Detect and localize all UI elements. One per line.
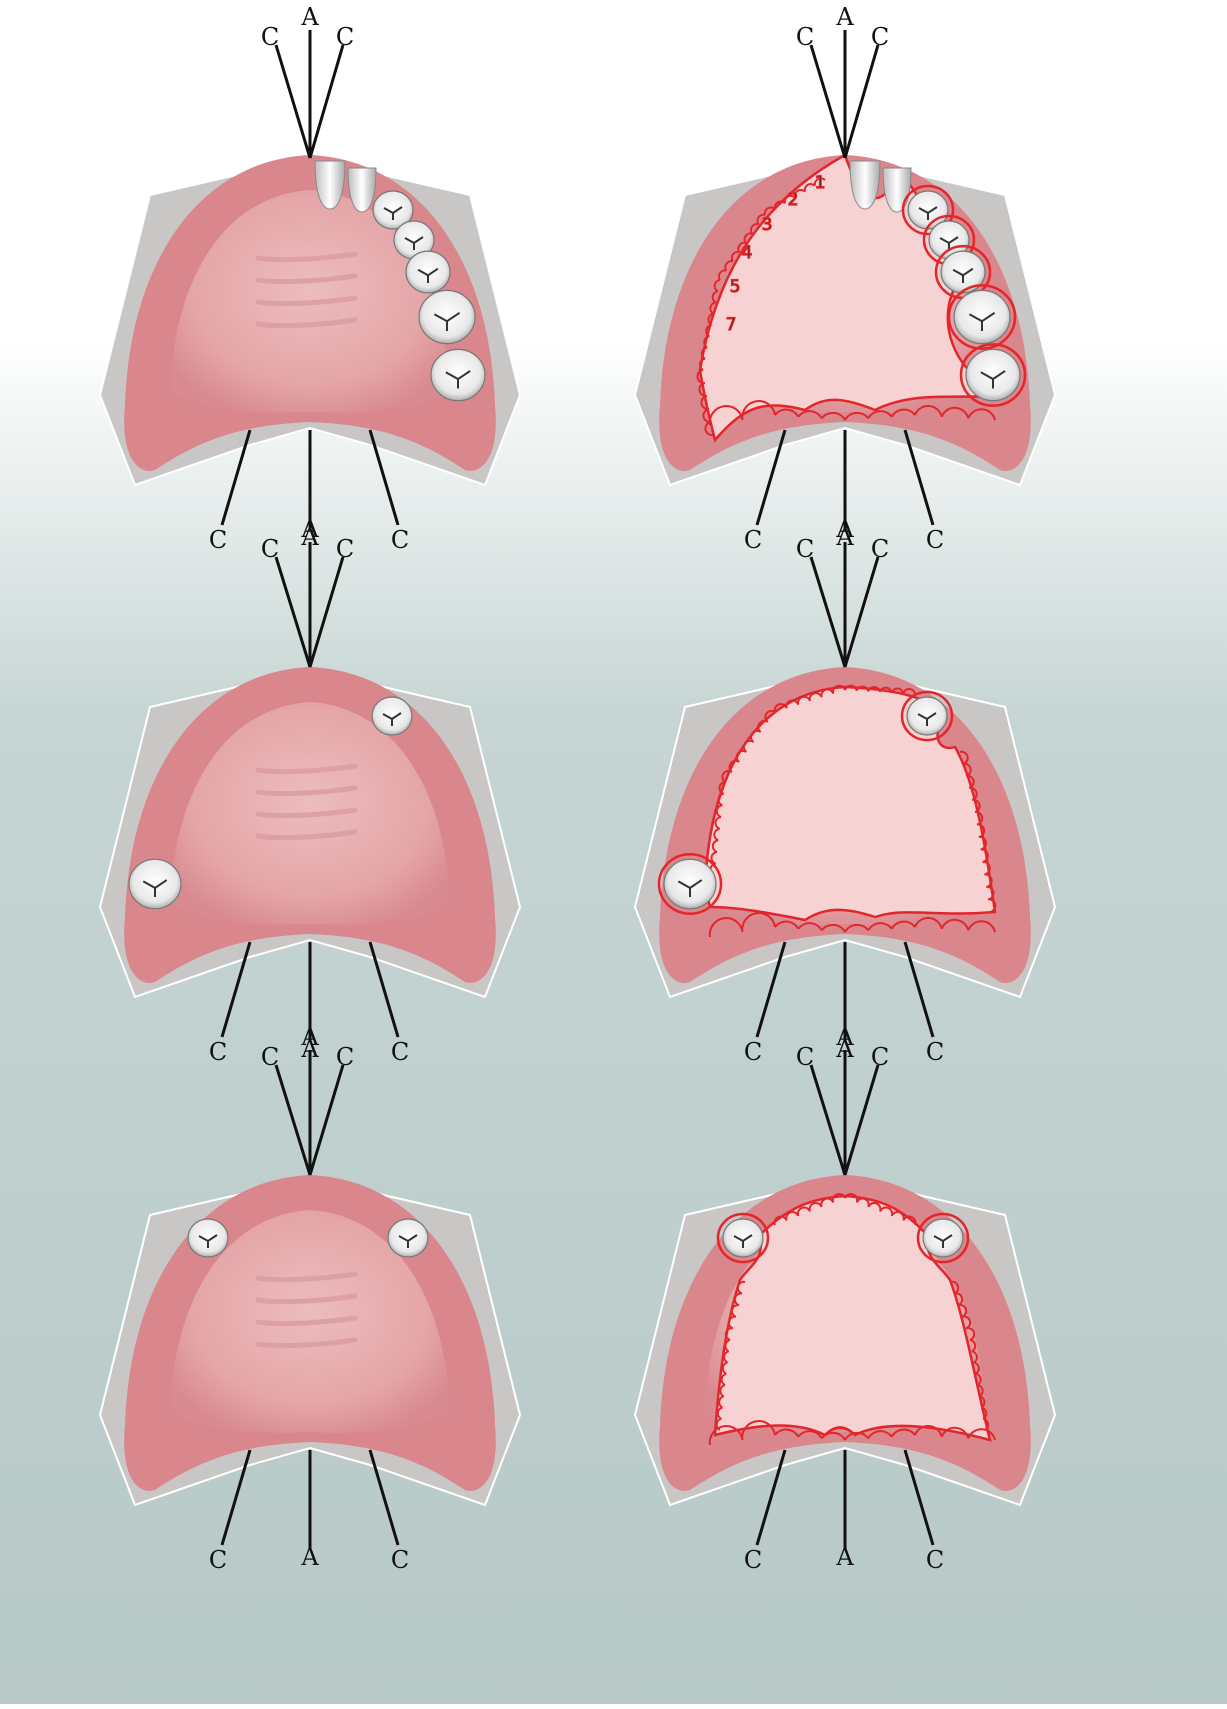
axis-label-bottom-a: A xyxy=(835,1543,854,1571)
tooth-crown xyxy=(923,1219,963,1257)
tooth-crown xyxy=(431,349,485,400)
tooth-number-label: 2 xyxy=(788,190,799,210)
axis-label-top-a: A xyxy=(300,1023,319,1051)
tooth-number-label: 5 xyxy=(730,277,741,297)
axis-label-bottom-c-left: C xyxy=(744,1546,762,1574)
axis-label-bottom-c-right: C xyxy=(391,1038,409,1066)
tooth-crown xyxy=(907,697,947,735)
tooth-number-label: 4 xyxy=(742,243,753,263)
axis-label-top-c-left: C xyxy=(261,23,279,51)
premolar xyxy=(372,697,412,735)
axis-label-top-a: A xyxy=(300,515,319,543)
axis-label-top-c-left: C xyxy=(796,23,814,51)
tooth-crown xyxy=(966,349,1020,400)
premolar xyxy=(918,1214,968,1262)
tooth-crown xyxy=(664,859,716,908)
axis-label-top-a: A xyxy=(300,3,319,31)
tooth-crown xyxy=(388,1219,428,1257)
molar xyxy=(419,290,475,343)
axis-label-bottom-c-right: C xyxy=(926,526,944,554)
tooth-number-label: 7 xyxy=(726,315,737,335)
axis-label-bottom-c-right: C xyxy=(391,526,409,554)
axis-label-top-c-right: C xyxy=(871,535,889,563)
tooth-crown xyxy=(723,1219,763,1257)
axis-label-bottom-c-left: C xyxy=(209,1546,227,1574)
axis-label-top-c-right: C xyxy=(871,23,889,51)
axis-label-top-a: A xyxy=(835,3,854,31)
tooth-crown xyxy=(406,251,450,293)
premolar xyxy=(718,1214,768,1262)
molar xyxy=(659,854,721,913)
axis-label-top-c-right: C xyxy=(871,1043,889,1071)
axis-label-top-c-left: C xyxy=(796,535,814,563)
premolar xyxy=(902,692,952,740)
axis-label-bottom-c-left: C xyxy=(744,526,762,554)
axis-label-top-c-right: C xyxy=(336,1043,354,1071)
axis-label-bottom-c-left: C xyxy=(744,1038,762,1066)
tooth-crown xyxy=(372,697,412,735)
axis-label-bottom-c-right: C xyxy=(926,1038,944,1066)
molar xyxy=(129,859,181,908)
premolar xyxy=(406,251,450,293)
molar xyxy=(949,285,1015,348)
axis-label-top-c-right: C xyxy=(336,535,354,563)
axis-label-bottom-c-right: C xyxy=(926,1546,944,1574)
premolar xyxy=(188,1219,228,1257)
tooth-number-label: 3 xyxy=(762,215,773,235)
tooth-crown xyxy=(419,290,475,343)
axis-label-bottom-c-left: C xyxy=(209,526,227,554)
axis-label-top-c-left: C xyxy=(796,1043,814,1071)
axis-label-bottom-a: A xyxy=(300,1543,319,1571)
axis-label-top-a: A xyxy=(835,1023,854,1051)
axis-label-top-c-left: C xyxy=(261,1043,279,1071)
tooth-number-label: 1 xyxy=(815,173,826,193)
axis-label-bottom-c-right: C xyxy=(391,1546,409,1574)
axis-label-top-c-left: C xyxy=(261,535,279,563)
tooth-crown xyxy=(188,1219,228,1257)
premolar xyxy=(388,1219,428,1257)
molar xyxy=(961,344,1025,405)
axis-label-top-c-right: C xyxy=(336,23,354,51)
axis-label-top-a: A xyxy=(835,515,854,543)
tooth-crown xyxy=(129,859,181,908)
axis-label-bottom-c-left: C xyxy=(209,1038,227,1066)
molar xyxy=(431,349,485,400)
tooth-crown xyxy=(954,290,1010,343)
